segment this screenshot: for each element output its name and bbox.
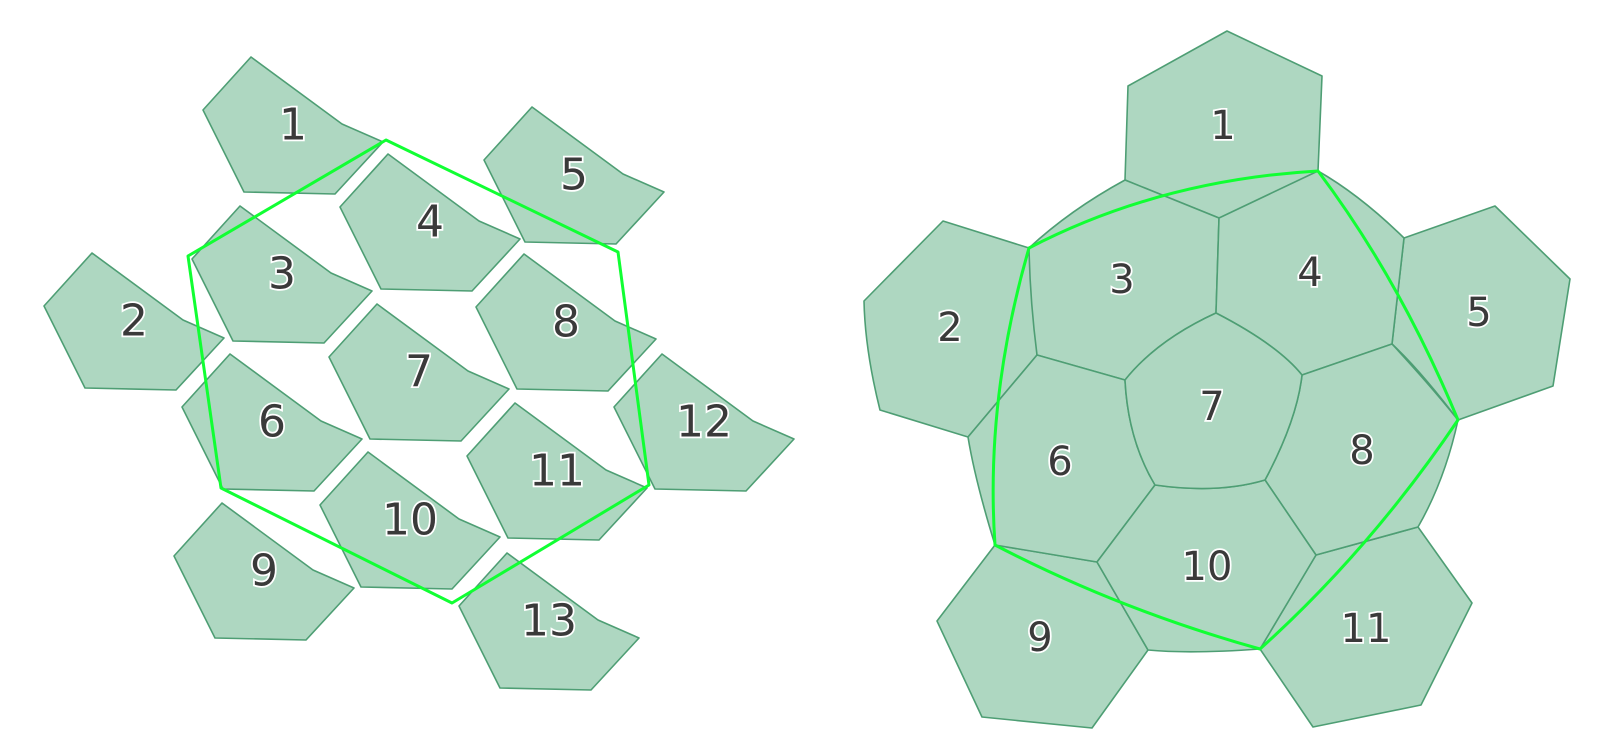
pentagon-label-10: 10: [1182, 544, 1233, 590]
hexagon-cell-9: [173, 502, 355, 641]
pentagon-label-6: 6: [1047, 439, 1072, 485]
hexagon-label-10: 10: [382, 495, 438, 546]
hexagon-cell-3: [191, 205, 373, 344]
hexagon-label-4: 4: [416, 197, 444, 248]
pentagon-labels: 1 2 3 4 5 6 7 8 9 10 11: [936, 101, 1494, 663]
pentagon-label-11: 11: [1341, 606, 1392, 652]
hexagon-label-5: 5: [560, 150, 588, 201]
hexagon-cell-12: [613, 353, 795, 492]
hexagon-cell-8: [475, 253, 657, 392]
pentagon-outline: [991, 169, 1460, 651]
hexagon-cell-2: [43, 252, 225, 391]
pentagon-cell-7: [1124, 312, 1303, 490]
hexagon-cell-7: [328, 303, 510, 442]
hexagon-label-8: 8: [552, 297, 580, 348]
hexagon-label-11: 11: [529, 446, 585, 497]
hexagon-label-9: 9: [250, 546, 278, 597]
pentagon-label-2: 2: [937, 305, 962, 351]
hexagon-cell-11: [466, 402, 648, 541]
pentagon-label-7: 7: [1199, 384, 1224, 430]
hexagon-label-12: 12: [676, 397, 732, 448]
hexagon-label-2: 2: [120, 296, 148, 347]
hexagon-label-1: 1: [279, 100, 307, 151]
hexagon-cell-10: [319, 451, 501, 590]
pentagon-label-3: 3: [1109, 257, 1134, 303]
hexagon-label-7: 7: [405, 347, 433, 398]
hexagon-label-13: 13: [521, 596, 577, 647]
pentagon-cells: [863, 30, 1571, 729]
hexagon-outline: [186, 138, 651, 605]
pentagon-label-8: 8: [1349, 428, 1374, 474]
hexagon-label-3: 3: [268, 249, 296, 300]
pentagon-label-1: 1: [1210, 103, 1235, 149]
pentagon-label-4: 4: [1297, 250, 1322, 296]
pentagon-label-5: 5: [1466, 290, 1491, 336]
hexagon-cell-13: [458, 552, 640, 691]
pentagon-label-9: 9: [1027, 615, 1052, 661]
pentagon-tiling-panel: 1 2 3 4 5 6 7 8 9 10 11: [863, 30, 1571, 729]
hexagon-cell-4: [339, 153, 521, 292]
hexagon-label-6: 6: [258, 397, 286, 448]
